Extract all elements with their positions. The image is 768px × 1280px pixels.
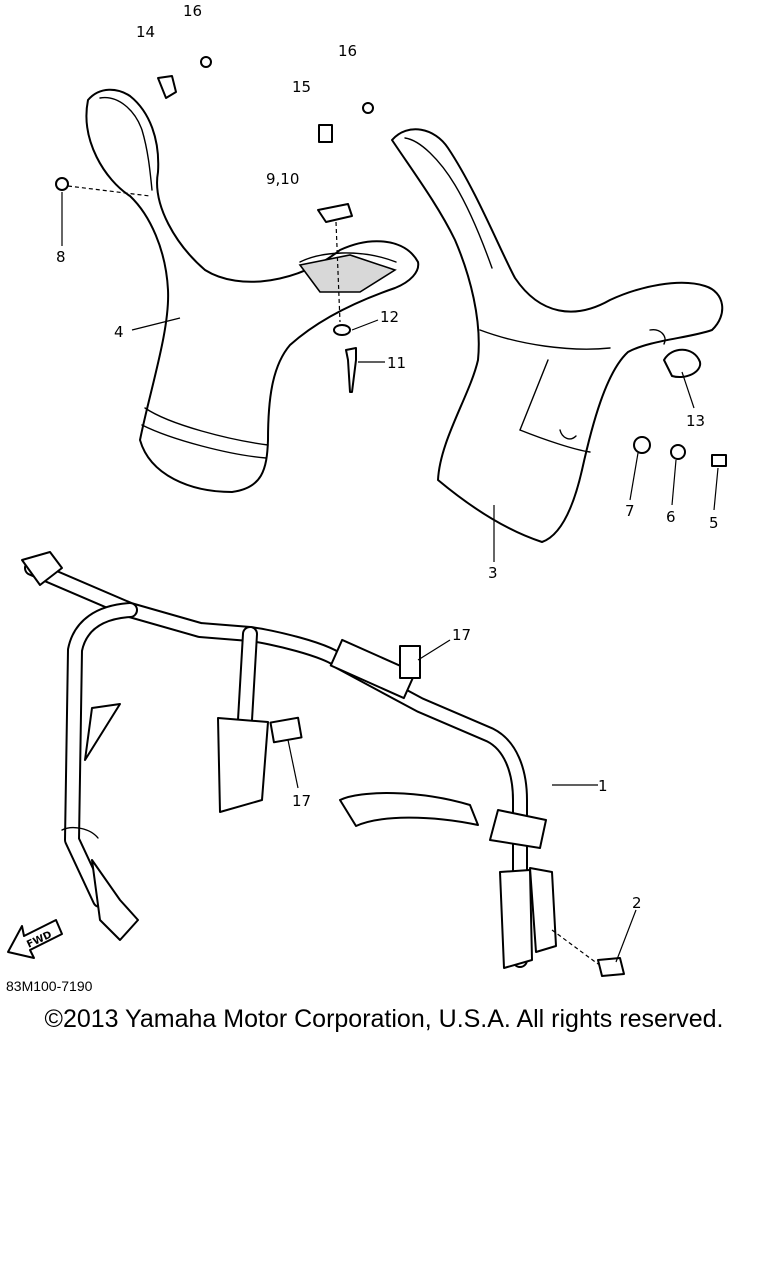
bolt-11	[345, 347, 357, 393]
callout-14: 14	[136, 23, 155, 41]
copyright-notice: ©2013 Yamaha Motor Corporation, U.S.A. A…	[44, 1005, 724, 1033]
pad-17b	[269, 716, 303, 744]
callout-1: 1	[598, 777, 608, 795]
clip-15	[318, 124, 333, 143]
forward-direction-arrow: FWD	[7, 919, 63, 959]
callout-4: 4	[114, 323, 124, 341]
exploded-view-drawing: 1 2 3 4 5 6 7 8 9,10 11 12 13 14 15 16 1…	[7, 2, 727, 977]
callout-8: 8	[56, 248, 66, 266]
hardware-parts	[55, 56, 727, 977]
callout-17a: 17	[452, 626, 471, 644]
grommet-13	[663, 348, 702, 378]
washer-7	[633, 436, 651, 454]
bracket-14	[157, 75, 177, 99]
screw-8	[55, 177, 69, 191]
callout-16a: 16	[183, 2, 202, 20]
callout-2: 2	[632, 894, 642, 912]
callout-7: 7	[625, 502, 635, 520]
diagram-code: 83M100-7190	[6, 978, 93, 994]
leg-shield-right	[391, 128, 724, 543]
frame-stay	[21, 551, 557, 969]
callout-9-10: 9,10	[266, 170, 299, 188]
screw-16b	[362, 102, 374, 114]
callout-6: 6	[666, 508, 676, 526]
clip-9-10	[317, 203, 353, 223]
leg-shield-left	[85, 88, 420, 493]
nut-6	[670, 444, 686, 460]
callout-16b: 16	[338, 42, 357, 60]
callout-13: 13	[686, 412, 705, 430]
screw-16a	[200, 56, 212, 68]
pad-17a	[399, 645, 421, 679]
bolt-5	[711, 454, 727, 467]
leader-lines	[61, 192, 719, 963]
assembly-lines	[67, 185, 599, 965]
callout-11: 11	[387, 354, 406, 372]
callout-15: 15	[292, 78, 311, 96]
callout-17b: 17	[292, 792, 311, 810]
bolt-2	[597, 957, 625, 977]
callouts: 1 2 3 4 5 6 7 8 9,10 11 12 13 14 15 16 1…	[56, 2, 719, 912]
callout-5: 5	[709, 514, 719, 532]
callout-12: 12	[380, 308, 399, 326]
washer-12	[333, 324, 351, 336]
callout-3: 3	[488, 564, 498, 582]
